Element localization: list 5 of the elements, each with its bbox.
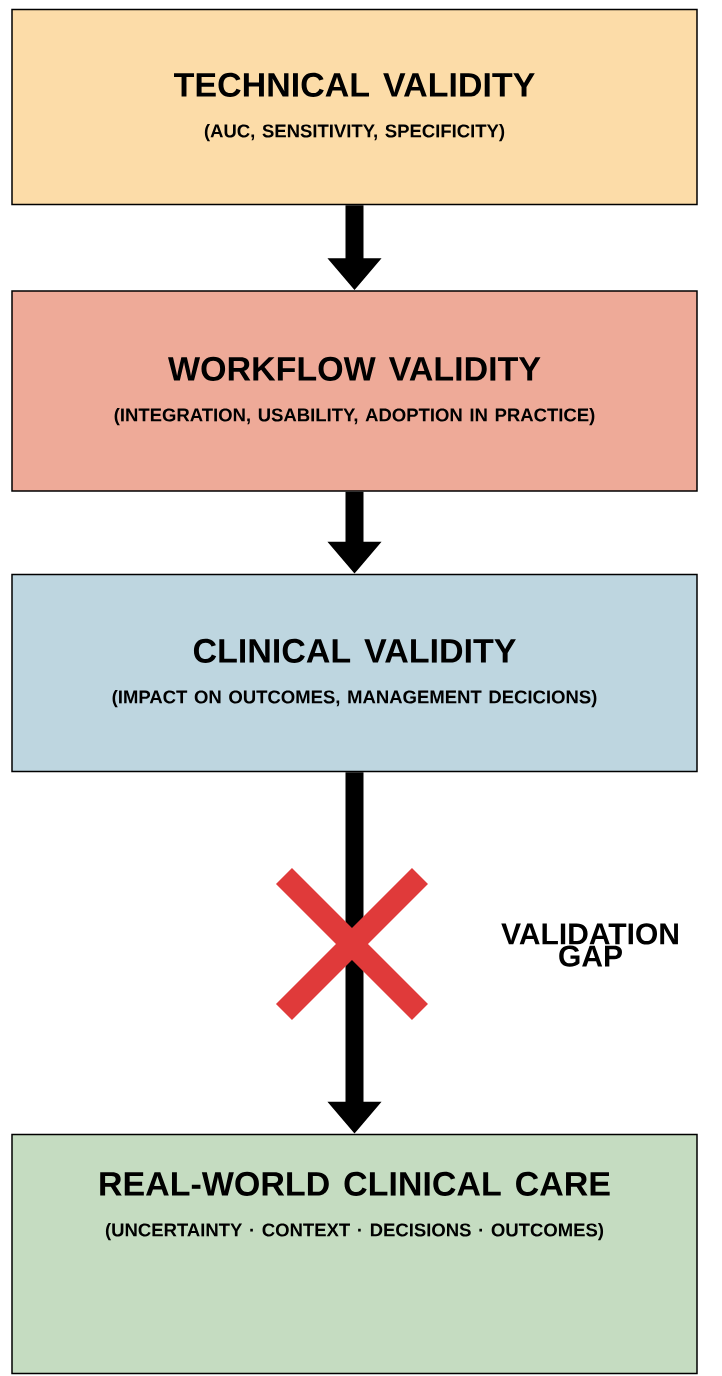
process-box: TECHNICAL VALIDITY (AUC, SENSITIVITY, SPECIFICITY): [11, 8, 698, 206]
process-box: CLINICAL VALIDITY (IMPACT ON OUTCOMES, MANAGEMENT DECICIONS): [11, 573, 698, 773]
edge-label: VALIDATION GAP: [501, 923, 678, 967]
process-box: WORKFLOW VALIDITY (INTEGRATION, USABILITY, ADOPTION IN PRACTICE): [11, 290, 698, 492]
process-box: REAL-WORLD CLINICAL CARE (UNCERTAINTY · CONTEXT · DECISIONS · OUTCOMES): [11, 1133, 698, 1375]
